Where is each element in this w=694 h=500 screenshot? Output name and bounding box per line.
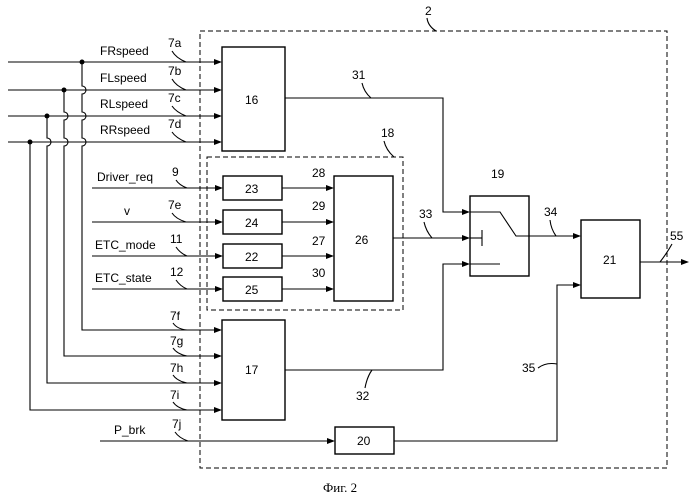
- ref-12: 12: [170, 265, 184, 279]
- signal-33: 33: [419, 207, 433, 221]
- label-etc-mode: ETC_mode: [95, 238, 156, 252]
- ref-7f: 7f: [170, 309, 181, 323]
- block-16-label: 16: [245, 93, 259, 107]
- block-20-label: 20: [357, 434, 371, 448]
- signal-31: 31: [352, 68, 366, 82]
- block-17-label: 17: [245, 363, 259, 377]
- block-26-label: 26: [355, 233, 369, 247]
- ref-7j: 7j: [172, 417, 181, 431]
- signal-29: 29: [312, 199, 326, 213]
- sub-block-label: 18: [381, 126, 395, 140]
- signal-27: 27: [312, 234, 326, 248]
- signal-32: 32: [356, 389, 370, 403]
- ref-9: 9: [172, 165, 179, 179]
- sub-block-leader: [384, 141, 394, 157]
- label-rlspeed: RLspeed: [100, 97, 148, 111]
- block-25-label: 25: [245, 283, 259, 297]
- label-frspeed: FRspeed: [100, 44, 149, 58]
- signal-55: 55: [670, 229, 684, 243]
- block-22-label: 22: [245, 250, 259, 264]
- block-23-label: 23: [245, 182, 259, 196]
- ref-11: 11: [170, 232, 183, 246]
- signal-28: 28: [312, 166, 326, 180]
- signal-30: 30: [312, 266, 326, 280]
- ref-7g: 7g: [170, 334, 183, 348]
- outer-block-label: 2: [425, 4, 432, 18]
- outer-block-leader: [427, 18, 436, 31]
- ref-7c: 7c: [168, 91, 181, 105]
- ref-7h: 7h: [170, 361, 183, 375]
- ref-7i: 7i: [170, 388, 179, 402]
- label-v: v: [124, 204, 130, 218]
- signal-35: 35: [522, 361, 536, 375]
- ref-7d: 7d: [168, 117, 181, 131]
- block-24-label: 24: [245, 216, 259, 230]
- label-p-brk: P_brk: [114, 423, 146, 437]
- block-21-label: 21: [603, 253, 617, 267]
- label-etc-state: ETC_state: [95, 271, 152, 285]
- label-flspeed: FLspeed: [100, 71, 147, 85]
- signal-34: 34: [544, 205, 558, 219]
- block-19-label: 19: [491, 167, 505, 181]
- label-driver-req: Driver_req: [97, 170, 153, 184]
- label-rrspeed: RRspeed: [100, 123, 150, 137]
- ref-7b: 7b: [168, 64, 182, 78]
- ref-7e: 7e: [168, 198, 182, 212]
- figure-caption: Фиг. 2: [323, 480, 357, 495]
- ref-7a: 7a: [168, 36, 182, 50]
